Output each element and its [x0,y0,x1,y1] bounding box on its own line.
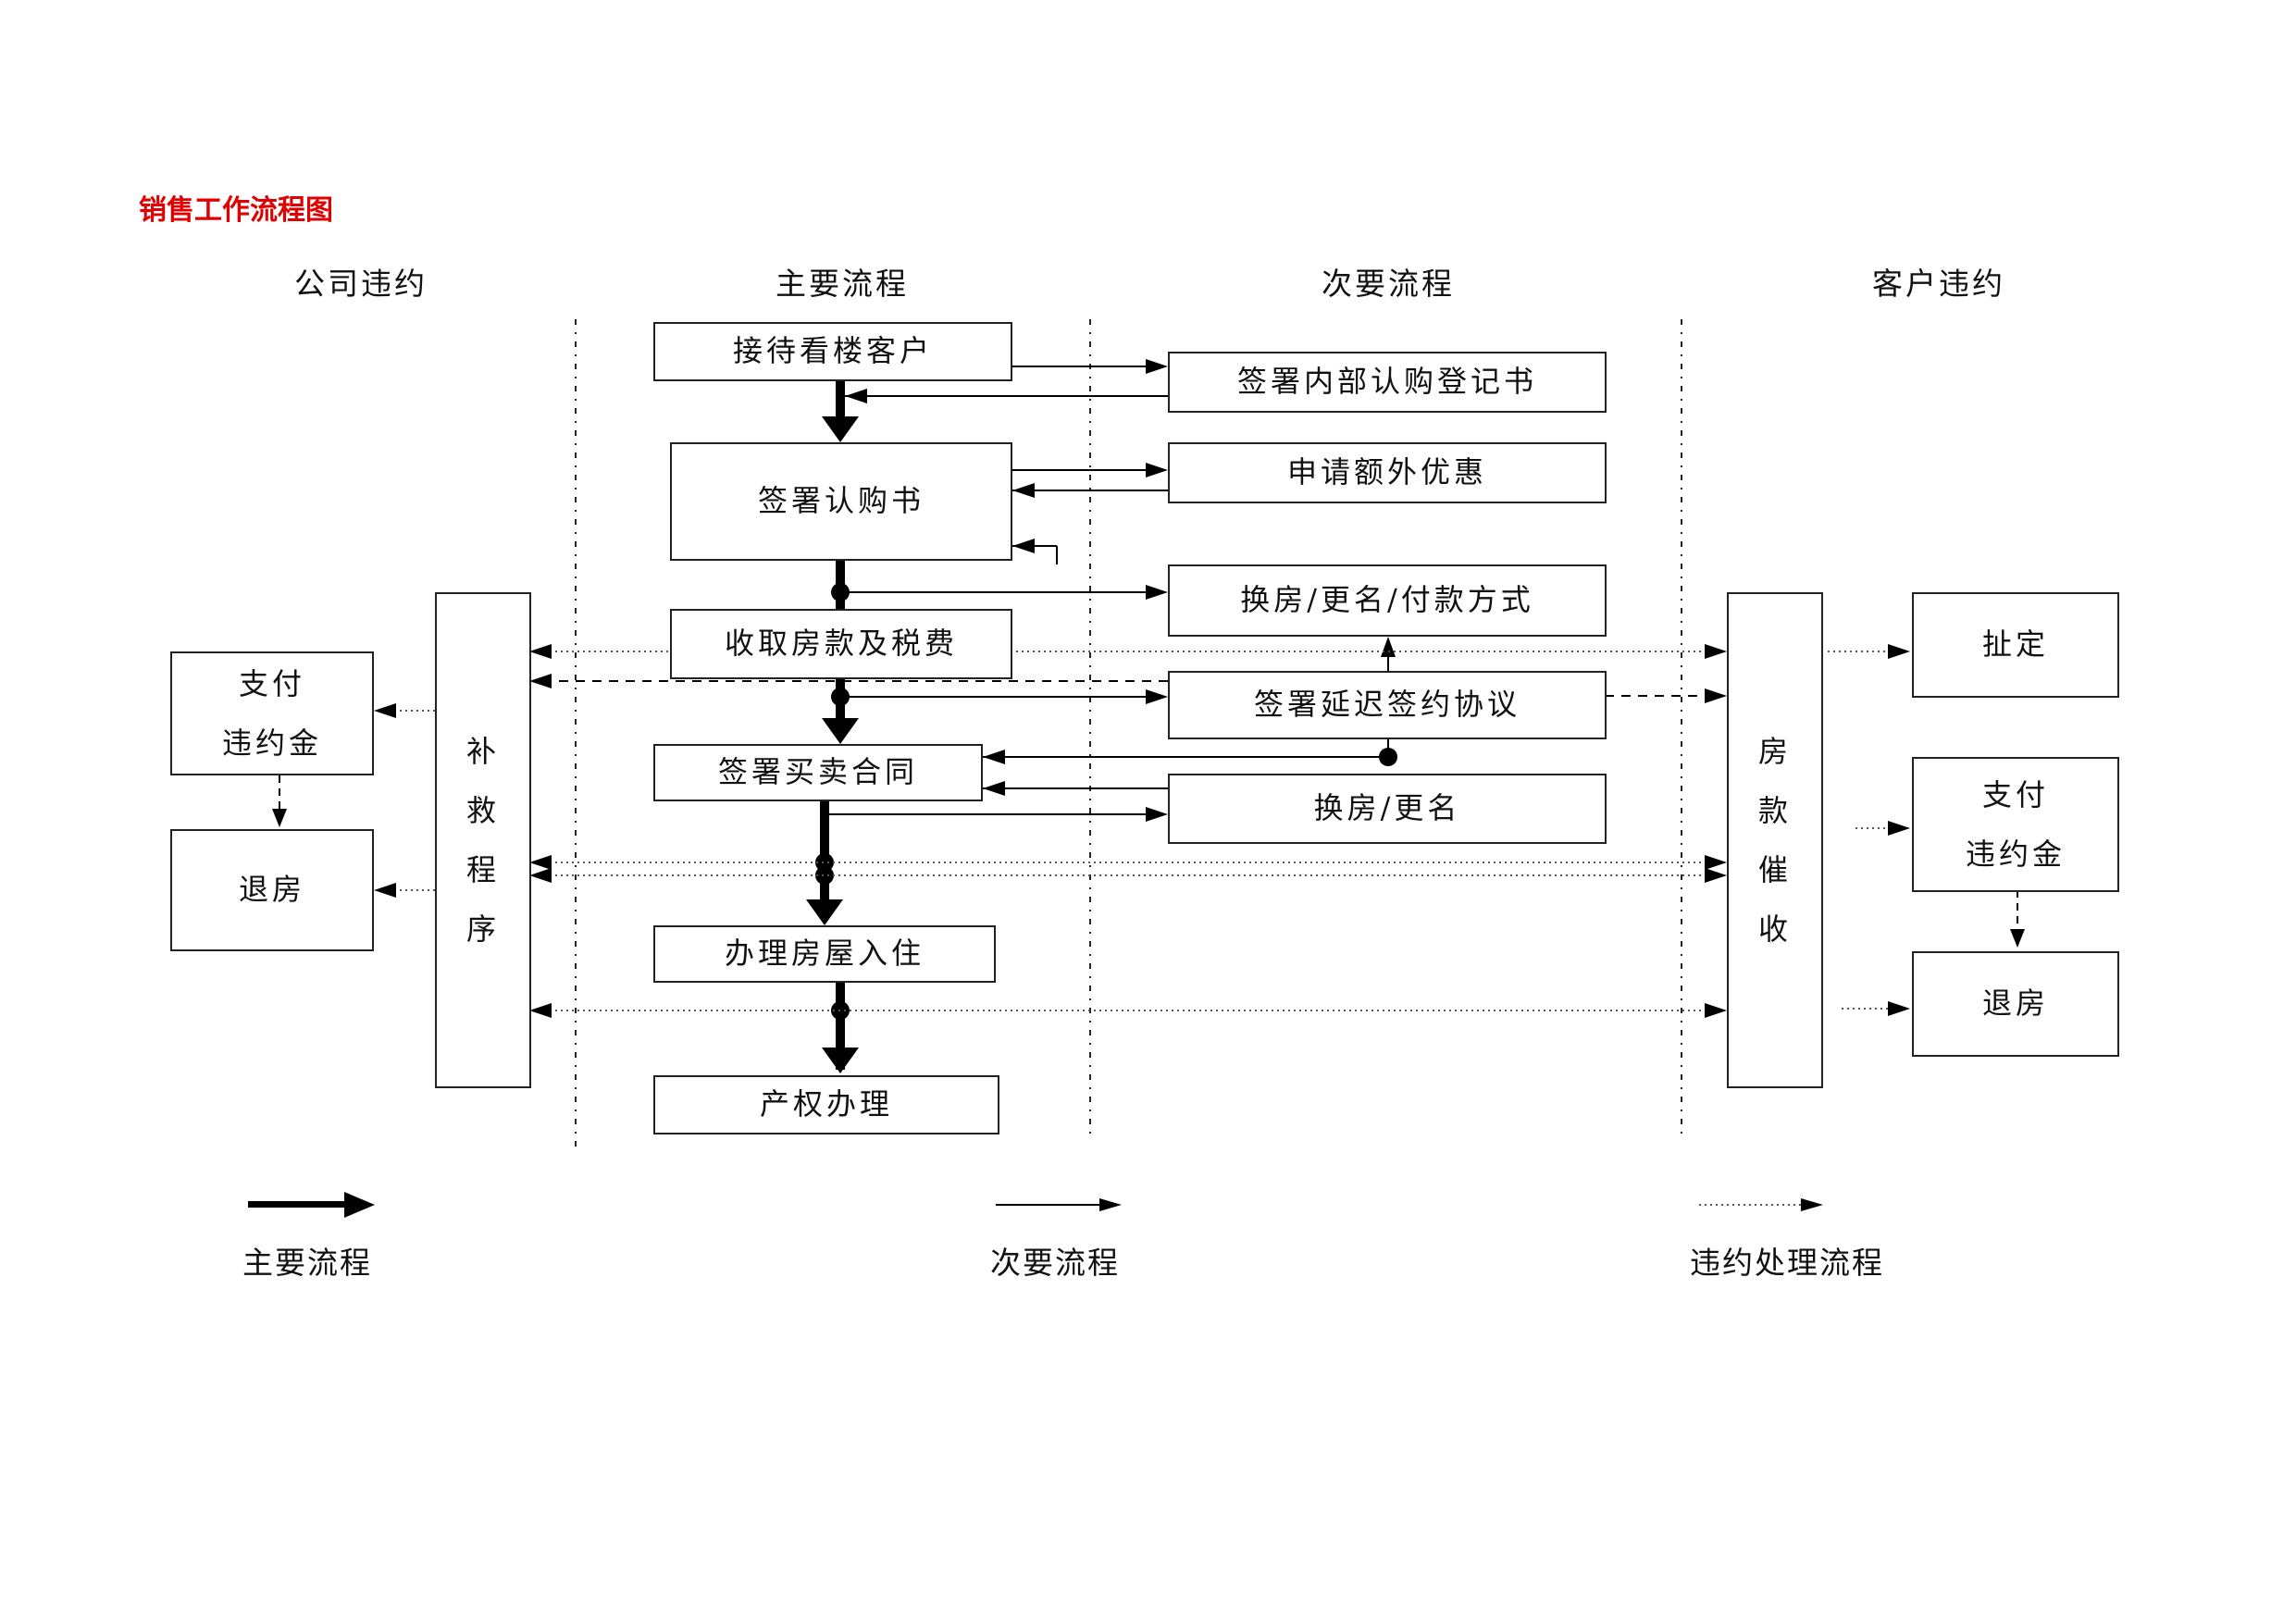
step-sign-contract: 签署买卖合同 [653,744,983,801]
lane-header-main-flow: 主要流程 [776,266,909,302]
step-extra-discount: 申请额外优惠 [1168,442,1607,503]
step-sign-subscription: 签署认购书 [670,442,1012,561]
company-pay-label: 支付 [238,666,305,701]
step-change-house-name-payment: 换房/更名/付款方式 [1168,564,1607,637]
collection-char-4: 收 [1757,911,1792,947]
step-change-house-name: 换房/更名 [1168,774,1607,844]
page-title: 销售工作流程图 [139,194,333,227]
legend-breach-label: 违约处理流程 [1690,1245,1884,1281]
penalty-to-refund-arrows [272,775,2025,948]
secondary-flow-connectors [829,359,1397,822]
legend-samples [248,1192,1823,1218]
remedy-char-1: 补 [465,734,500,769]
step-move-in: 办理房屋入住 [653,925,996,983]
step-delay-agreement: 签署延迟签约协议 [1168,671,1607,739]
legend-main-label: 主要流程 [242,1245,372,1281]
main-flow-connectors [806,381,859,1073]
step-internal-register: 签署内部认购登记书 [1168,352,1607,413]
collection-char-3: 催 [1757,852,1792,887]
payment-collection-box: 房 款 催 收 [1727,592,1823,1088]
customer-penalty-label: 违约金 [1965,837,2066,872]
company-pay-penalty-box: 支付 违约金 [170,651,374,775]
step-reception: 接待看楼客户 [653,322,1012,381]
remedy-char-3: 程 [465,852,500,887]
step-property-title: 产权办理 [653,1075,999,1134]
remedy-procedure-box: 补 救 程 序 [435,592,531,1088]
breach-dotted-connectors [374,644,1910,1018]
customer-refund-box: 退房 [1912,951,2119,1057]
lane-header-company-breach: 公司违约 [294,266,428,302]
company-penalty-label: 违约金 [221,725,322,761]
step-collect-payment: 收取房款及税费 [670,609,1012,679]
customer-pay-penalty-box: 支付 违约金 [1912,757,2119,892]
company-refund-box: 退房 [170,829,374,951]
collection-char-1: 房 [1757,734,1792,769]
customer-pay-label: 支付 [1981,777,2049,812]
remedy-char-2: 救 [465,793,500,828]
collection-char-2: 款 [1757,793,1792,828]
customer-forfeit-box: 扯定 [1912,592,2119,698]
legend-secondary-label: 次要流程 [990,1245,1120,1281]
delay-agreement-dashed [529,674,1727,703]
remedy-char-4: 序 [465,911,500,947]
lane-header-customer-breach: 客户违约 [1872,266,2005,302]
lane-header-secondary-flow: 次要流程 [1322,266,1455,302]
